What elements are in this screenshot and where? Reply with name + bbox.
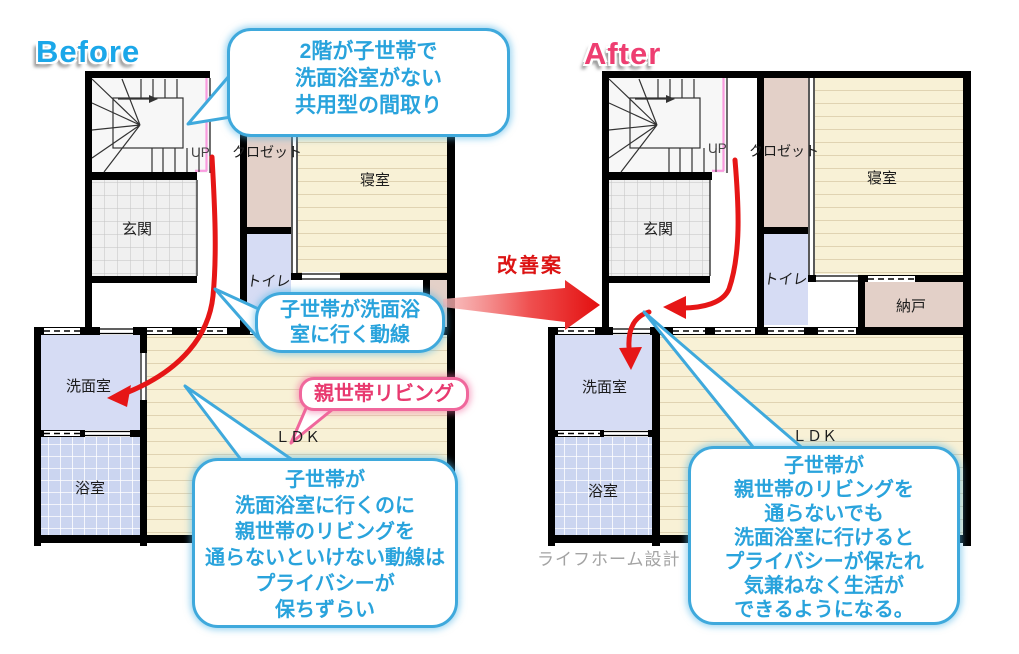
after-toilet-area [764,234,808,325]
room-label-toilet-before: トイレ [245,274,292,290]
before-genkan-area [92,180,197,276]
improvement-arrow [443,280,600,330]
improvement-label: 改善案 [497,255,563,277]
room-label-closet-after: クロゼット [749,143,819,159]
room-label-up-before: UP [191,145,210,160]
room-label-toilet-after: トイレ [762,272,809,288]
room-label-bedroom-before: 寝室 [360,172,391,189]
after-thin-lines [709,78,728,276]
bubble-top: 2階が子世帯で 洗面浴室がない 共用型の間取り [227,28,510,137]
room-label-washroom-after: 洗面室 [582,379,628,396]
before-flow-line [123,154,218,396]
before-stairs [91,78,200,173]
before-flow-arrowhead [107,385,131,407]
before-closet-area [247,135,291,227]
after-title: After [584,36,662,71]
before-washroom-area [41,335,140,430]
after-genkan-area [609,180,710,276]
after-flow-line [679,157,741,311]
room-label-ldk-after: ＬＤＫ [792,428,838,445]
after-closet-area [764,78,808,227]
before-title: Before [36,34,141,69]
bubble-after-note: 子世帯が 親世帯のリビングを 通らないでも 洗面浴室に行けると プライバシーが保… [688,446,960,625]
room-label-genkan-before: 玄関 [122,221,153,238]
after-flow-arrowhead [663,296,686,319]
room-label-up-after: UP [708,141,727,156]
room-label-genkan-after: 玄関 [643,221,674,238]
room-label-storage-after: 納戸 [896,298,927,315]
after-stairs [608,78,717,173]
after-flow-short-arrowhead [619,347,642,370]
before-bedroom-area [298,135,447,273]
bubble-parent-living: 親世帯リビング [299,377,469,411]
after-storage-area [865,282,963,328]
room-label-bathroom-after: 浴室 [588,483,619,500]
before-bathroom-area [41,437,140,535]
after-stair-area [609,78,727,173]
room-label-washroom-before: 洗面室 [66,378,112,395]
room-label-ldk-before: ＬＤＫ [275,429,321,446]
room-label-bedroom-after: 寝室 [867,170,898,187]
room-label-closet-before: クロゼット [232,144,302,160]
bubble-flow: 子世帯が洗面浴 室に行く動線 [255,292,445,353]
room-label-bathroom-before: 浴室 [75,480,106,497]
before-stair-area [92,78,210,173]
watermark: ライフホーム設計 [537,550,681,569]
bubble-before-note: 子世帯が 洗面浴室に行くのに 親世帯のリビングを 通らないといけない動線は プラ… [192,458,458,628]
after-bathroom-area [555,437,652,535]
after-bedroom-area [815,78,963,275]
